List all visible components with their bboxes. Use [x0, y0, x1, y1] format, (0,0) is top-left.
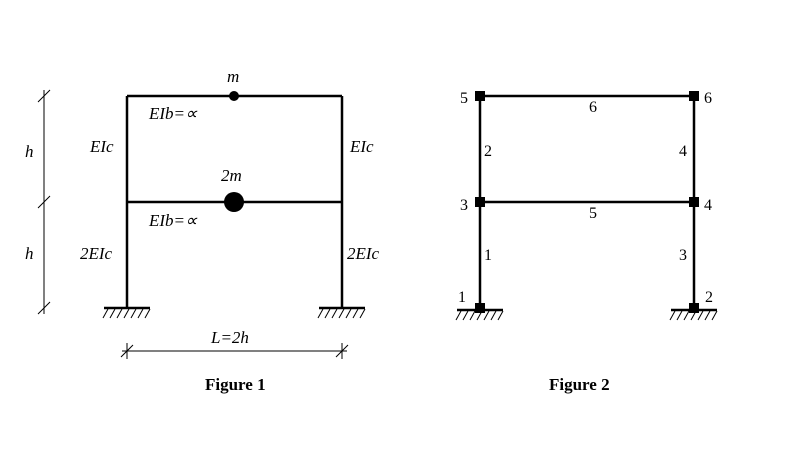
element-4-label: 4 [679, 143, 687, 160]
figure-1: m 2m EIb=∝ EIb=∝ EIc EIc 2EIc 2EIc h h L… [25, 67, 380, 394]
node-5-marker [475, 91, 485, 101]
element-1-label: 1 [484, 247, 492, 264]
mass-middle [224, 192, 244, 212]
span-label: L=2h [210, 328, 249, 347]
element-2-label: 2 [484, 143, 492, 160]
fixed-support-left [102, 306, 151, 319]
lower-right-column-label: 2EIc [347, 244, 380, 263]
lower-story-height-label: h [25, 244, 34, 263]
node-4-label: 4 [704, 197, 712, 214]
node-6-label: 6 [704, 90, 712, 107]
mass-top-label: m [227, 67, 239, 86]
mass-top [229, 91, 239, 101]
mass-middle-label: 2m [221, 166, 242, 185]
middle-beam-stiffness-label: EIb=∝ [148, 211, 198, 230]
node-4-marker [689, 197, 699, 207]
figure-2-caption: Figure 2 [549, 375, 610, 394]
fixed-support-node-1 [455, 308, 504, 321]
node-2-label: 2 [705, 289, 713, 306]
node-1-marker [475, 303, 485, 313]
figure-1-caption: Figure 1 [205, 375, 266, 394]
node-5-label: 5 [460, 90, 468, 107]
element-6-label: 6 [589, 99, 597, 116]
figure-2: 1 2 3 4 5 6 1 2 3 4 5 6 Figure 2 [455, 90, 718, 394]
fixed-support-node-2 [669, 308, 718, 321]
node-2-marker [689, 303, 699, 313]
node-3-marker [475, 197, 485, 207]
element-5-label: 5 [589, 205, 597, 222]
lower-left-column-label: 2EIc [80, 244, 113, 263]
span-dimension [120, 343, 349, 359]
upper-left-column-label: EIc [89, 137, 114, 156]
height-dimension [37, 89, 51, 315]
node-1-label: 1 [458, 289, 466, 306]
fixed-support-right [317, 306, 366, 319]
upper-story-height-label: h [25, 142, 34, 161]
upper-right-column-label: EIc [349, 137, 374, 156]
top-beam-stiffness-label: EIb=∝ [148, 104, 198, 123]
element-3-label: 3 [679, 247, 687, 264]
node-3-label: 3 [460, 197, 468, 214]
node-6-marker [689, 91, 699, 101]
